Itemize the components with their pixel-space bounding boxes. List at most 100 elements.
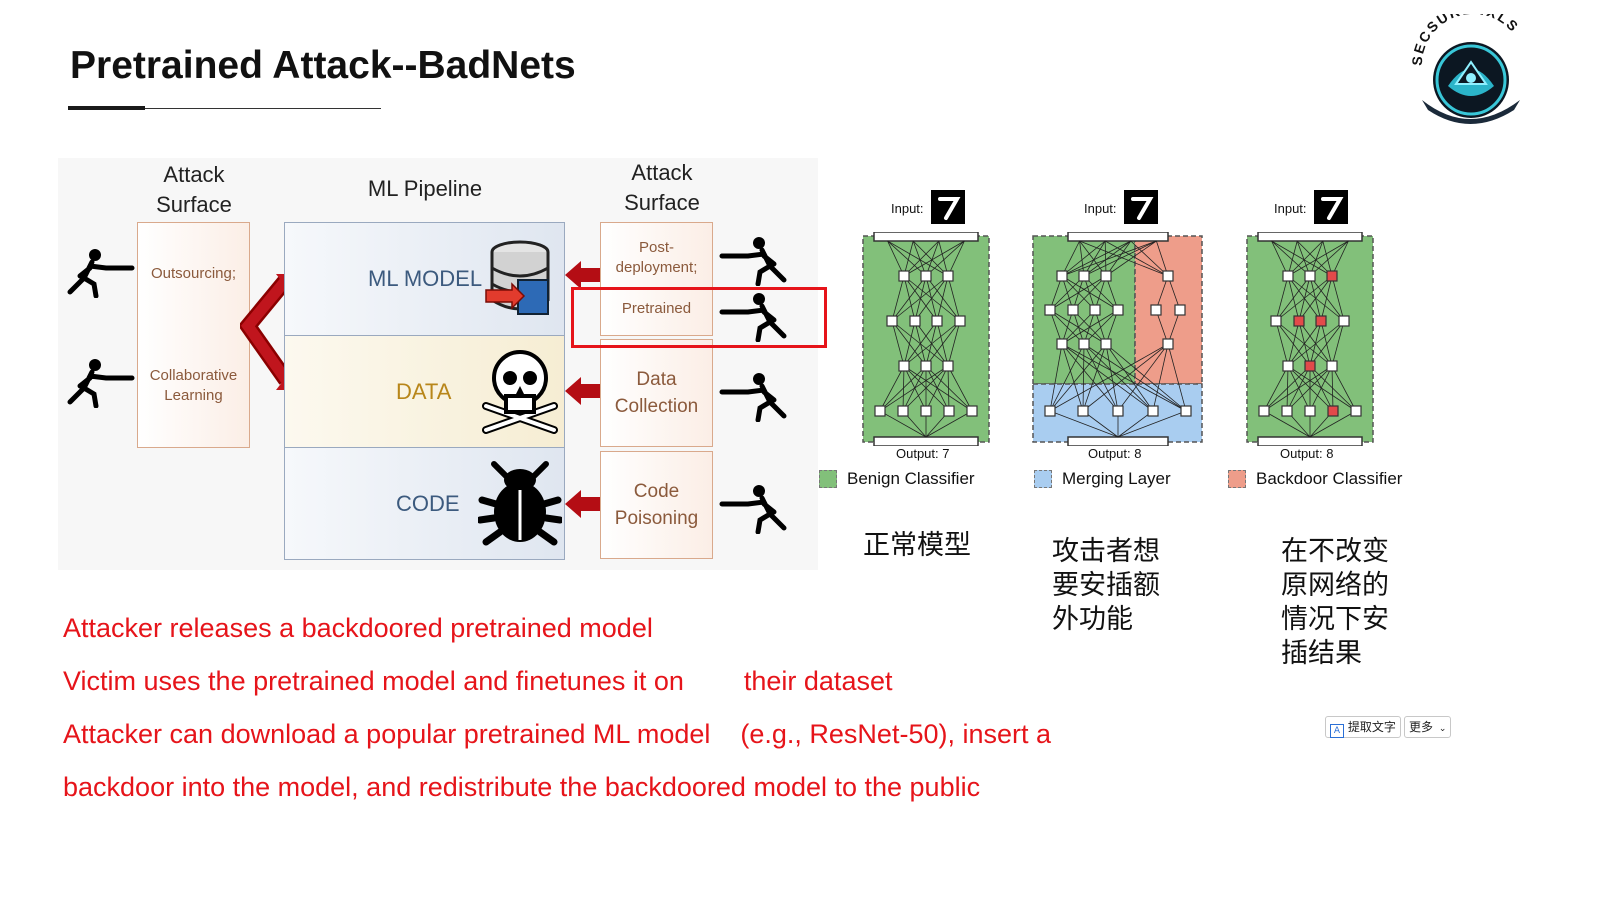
input-label: Input:	[1084, 201, 1117, 216]
network-edge	[1105, 343, 1119, 412]
network-edge	[1287, 365, 1311, 412]
network-edge	[1049, 275, 1063, 311]
network-edge	[903, 320, 916, 367]
network-node	[1282, 270, 1294, 282]
network-edge	[1296, 240, 1311, 277]
network-node	[1326, 270, 1338, 282]
network-node	[1067, 304, 1079, 316]
more-button[interactable]: 更多 ⌄	[1404, 716, 1452, 738]
network-node	[898, 270, 910, 282]
network-edge	[1287, 240, 1324, 277]
network-edge	[903, 240, 940, 277]
network-edge	[1083, 309, 1119, 345]
network-edge	[1105, 309, 1119, 345]
network-edge	[947, 365, 973, 412]
network-edge	[925, 240, 965, 277]
output-layer-bar	[873, 436, 979, 446]
network-node	[966, 405, 978, 417]
network-edge	[1105, 343, 1154, 412]
network-edge	[1130, 240, 1169, 277]
network-edge	[1105, 240, 1157, 277]
network-node	[1350, 405, 1362, 417]
network-edge	[879, 365, 905, 412]
attacker-icon	[67, 359, 135, 408]
network-node	[920, 405, 932, 417]
network-edge	[903, 365, 973, 412]
right-attack-surface-header: Attack Surface	[624, 160, 700, 215]
network-edge	[903, 275, 961, 322]
network-node	[1112, 304, 1124, 316]
note-normal-model: 正常模型	[863, 530, 971, 561]
network-edge	[1117, 410, 1187, 438]
network-edge	[1061, 343, 1187, 412]
network-node	[1100, 338, 1112, 350]
network-edge	[1083, 343, 1187, 412]
network-edge	[1082, 343, 1085, 412]
network-node	[1089, 304, 1101, 316]
network-edge	[947, 320, 961, 367]
network-edge	[1287, 275, 1345, 322]
bullet-line: Attacker can download a popular pretrain…	[63, 719, 1052, 749]
network-edge	[1049, 343, 1063, 412]
network-node	[1327, 405, 1339, 417]
arrow-left-icon	[565, 490, 601, 518]
network-node	[1326, 360, 1338, 372]
legend-backdoor: Backdoor Classifier	[1256, 469, 1403, 488]
input-layer-bar	[873, 232, 979, 242]
benign-classifier-network	[862, 232, 990, 446]
network-node	[1044, 304, 1056, 316]
bug-icon	[478, 461, 562, 546]
network-node	[943, 405, 955, 417]
network-edge	[1309, 240, 1324, 277]
network-edge	[879, 365, 927, 412]
network-node	[1147, 405, 1159, 417]
network-edge	[1155, 275, 1169, 311]
network-edge	[1331, 365, 1334, 412]
output-label: Output: 7	[896, 446, 950, 461]
legend-merging: Merging Layer	[1062, 469, 1171, 488]
network-edge	[903, 320, 961, 367]
network-edge	[887, 240, 927, 277]
more-label: 更多	[1409, 720, 1434, 734]
network-edge	[925, 410, 973, 438]
digit-7-image	[931, 190, 965, 224]
network-node	[931, 315, 943, 327]
network-edge	[925, 275, 961, 322]
network-node	[920, 270, 932, 282]
bullet-line: backdoor into the model, and redistribut…	[63, 772, 981, 802]
network-node	[1304, 360, 1316, 372]
legend-swatch-benign	[819, 470, 837, 488]
network-node	[1315, 315, 1327, 327]
backdoor-classifier-network	[1246, 232, 1374, 446]
network-node	[1281, 405, 1293, 417]
network-edge	[903, 365, 927, 412]
network-edge	[925, 365, 973, 412]
surface-pretrained: Pretrained	[621, 300, 692, 317]
network-node	[909, 315, 921, 327]
network-edge	[1049, 275, 1107, 311]
extract-text-button[interactable]: A 提取文字	[1325, 716, 1401, 738]
network-edge	[1331, 365, 1357, 412]
network-edge	[1083, 240, 1157, 277]
network-edge	[1083, 343, 1119, 412]
network-edge	[947, 365, 950, 412]
network-edge	[1322, 240, 1333, 277]
skull-crossbones-icon	[482, 350, 558, 434]
network-node	[1338, 315, 1350, 327]
network-edge	[1167, 275, 1181, 311]
network-edge	[1309, 365, 1334, 412]
network-edge	[1286, 365, 1333, 412]
network-edge	[1105, 240, 1132, 277]
network-edge	[891, 320, 905, 367]
network-edge	[1263, 365, 1333, 412]
network-node	[942, 270, 954, 282]
input-label: Input:	[1274, 201, 1307, 216]
legend-swatch-backdoor	[1228, 470, 1246, 488]
network-node	[1174, 304, 1186, 316]
network-node	[1258, 405, 1270, 417]
output-layer-bar	[1067, 436, 1169, 446]
network-node	[1100, 270, 1112, 282]
pretrained-highlight-box	[571, 287, 827, 348]
network-edge	[925, 240, 940, 277]
network-edge	[1083, 240, 1106, 277]
